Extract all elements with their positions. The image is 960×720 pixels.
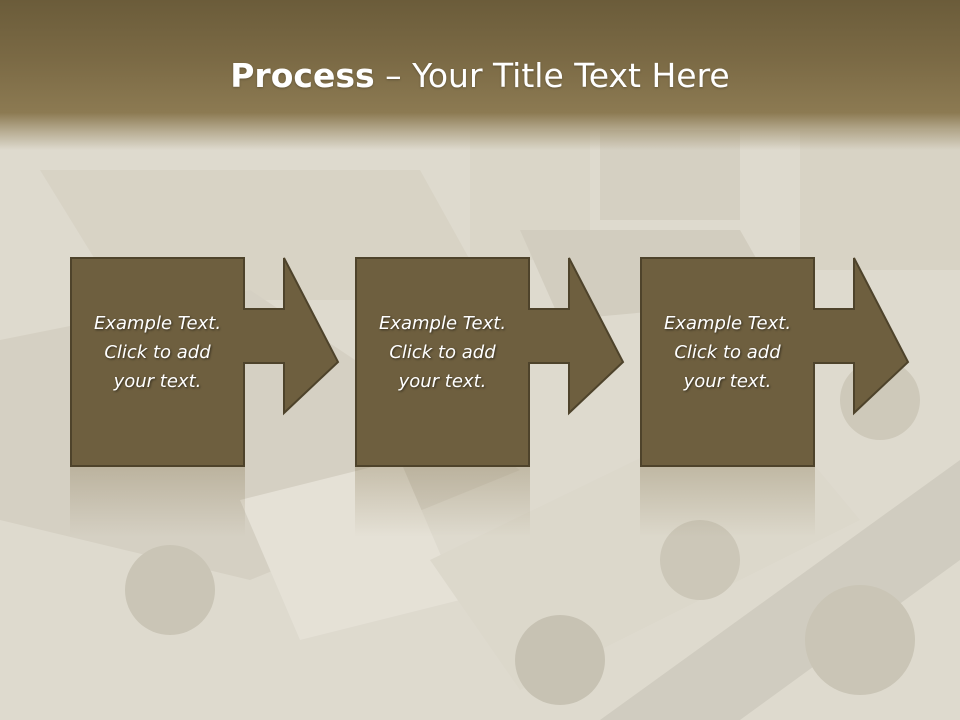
step-text-line: your text. [398,371,487,392]
box-reflection [640,467,815,537]
road [600,460,960,720]
glass-roof [240,460,460,640]
title-bold: Process [230,56,375,95]
step-text-line: your text. [113,371,202,392]
step-text-line: Click to add [104,342,211,363]
step-text-line: Click to add [674,342,781,363]
arrow-box-shape [70,257,340,467]
process-step-2[interactable]: Example Text. Click to add your text. [355,257,625,467]
box-reflection [70,467,245,537]
title-rest: – Your Title Text Here [374,56,730,95]
step-text[interactable]: Example Text. Click to add your text. [70,309,245,396]
slide-title[interactable]: Process – Your Title Text Here [0,54,960,98]
arrow-box-shape [355,257,625,467]
step-text-line: Click to add [389,342,496,363]
process-step-1[interactable]: Example Text. Click to add your text. [70,257,340,467]
step-text-line: Example Text. [663,313,792,334]
step-text-line: Example Text. [378,313,507,334]
step-text-line: your text. [683,371,772,392]
title-banner [0,0,960,150]
process-step-3[interactable]: Example Text. Click to add your text. [640,257,910,467]
arrow-box-shape [640,257,910,467]
step-text[interactable]: Example Text. Click to add your text. [640,309,815,396]
box-reflection [355,467,530,537]
step-text-line: Example Text. [93,313,222,334]
tree [125,545,215,635]
step-text[interactable]: Example Text. Click to add your text. [355,309,530,396]
